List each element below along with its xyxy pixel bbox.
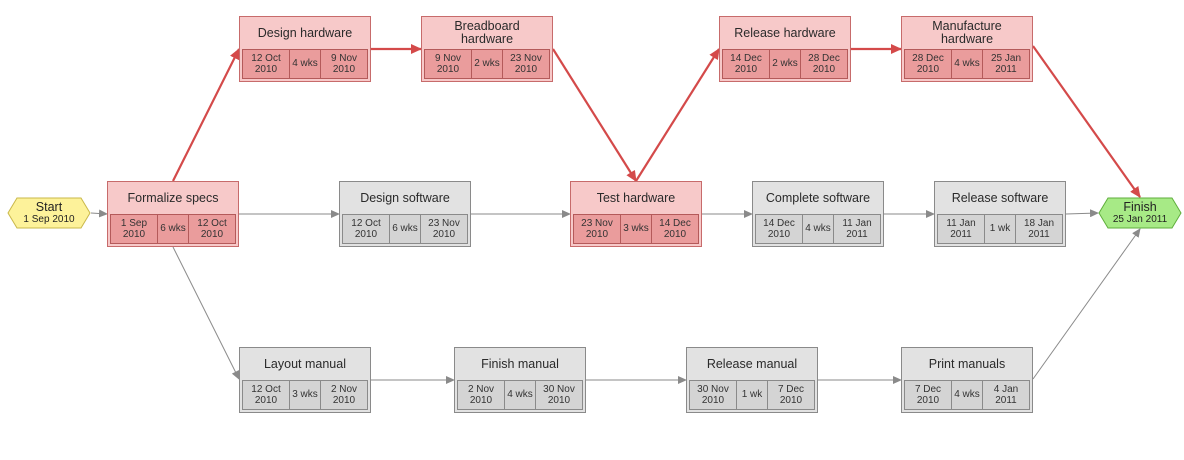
finish-label: Finish xyxy=(1123,199,1157,214)
finish-date: 25 Jan 2011 xyxy=(1112,213,1168,225)
task-end-date: 23 Nov 2010 xyxy=(502,50,549,78)
arrow-breadboard-hardware-to-test-hardware xyxy=(552,48,637,182)
task-name: Manufacture hardware xyxy=(932,19,1002,46)
task-end-date: 28 Dec 2010 xyxy=(800,50,847,78)
task-duration: 3 wks xyxy=(292,389,318,401)
task-end-date: 12 Oct 2010 xyxy=(188,215,235,243)
task-end-date: 30 Nov 2010 xyxy=(535,381,582,409)
task-duration: 1 wk xyxy=(741,389,763,401)
task-start-date: 11 Jan 2011 xyxy=(938,215,985,243)
task-duration: 4 wks xyxy=(292,58,318,70)
task-name: Design hardware xyxy=(257,25,353,40)
task-name: Release hardware xyxy=(734,25,836,40)
task-duration: 2 wks xyxy=(474,58,500,70)
task-duration: 3 wks xyxy=(623,223,649,235)
arrow-test-hardware-to-release-hardware xyxy=(635,48,720,182)
task-name: Formalize specs xyxy=(127,190,219,205)
task-end-date: 7 Dec 2010 xyxy=(767,381,814,409)
arrow-release-software-to-finish xyxy=(1065,209,1099,218)
task-duration: 4 wks xyxy=(507,389,533,401)
task-name: Breadboard hardware xyxy=(454,19,520,46)
task-duration: 2 wks xyxy=(772,58,798,70)
task-start-date: 14 Dec 2010 xyxy=(756,215,803,243)
start-date: 1 Sep 2010 xyxy=(23,213,75,225)
task-start-date: 12 Oct 2010 xyxy=(243,50,290,78)
finish-hexagon-shape xyxy=(1098,197,1182,229)
arrow-formalize-specs-to-design-hardware xyxy=(172,48,240,182)
arrow-print-manuals-to-finish xyxy=(1032,228,1141,380)
task-start-date: 30 Nov 2010 xyxy=(690,381,737,409)
task-end-date: 23 Nov 2010 xyxy=(420,215,467,243)
task-name: Layout manual xyxy=(263,356,346,371)
task-start-date: 28 Dec 2010 xyxy=(905,50,952,78)
task-end-date: 25 Jan 2011 xyxy=(982,50,1029,78)
arrow-formalize-specs-to-layout-manual xyxy=(172,246,240,380)
task-duration: 6 wks xyxy=(392,223,418,235)
arrow-start-to-formalize-specs xyxy=(90,209,108,218)
task-schedule: 30 Nov 2010 1 wk 7 Dec 2010 xyxy=(689,380,815,410)
task-release-software: Release software 11 Jan 2011 1 wk 18 Jan 20… xyxy=(934,181,1066,247)
start-label: Start xyxy=(35,199,63,214)
task-duration: 4 wks xyxy=(954,58,980,70)
task-name: Complete software xyxy=(765,190,871,205)
task-duration: 4 wks xyxy=(805,223,831,235)
task-start-date: 14 Dec 2010 xyxy=(723,50,770,78)
task-name: Design software xyxy=(360,190,450,205)
task-release-manual: Release manual 30 Nov 2010 1 wk 7 Dec 2010 xyxy=(686,347,818,413)
task-name: Release software xyxy=(951,190,1049,205)
task-duration: 1 wk xyxy=(989,223,1011,235)
task-end-date: 2 Nov 2010 xyxy=(320,381,367,409)
task-end-date: 4 Jan 2011 xyxy=(982,381,1029,409)
arrow-manufacture-hardware-to-finish xyxy=(1032,45,1141,198)
task-start-date: 9 Nov 2010 xyxy=(425,50,472,78)
task-name: Test hardware xyxy=(596,190,676,205)
task-end-date: 14 Dec 2010 xyxy=(651,215,698,243)
task-name: Print manuals xyxy=(928,356,1006,371)
task-duration: 4 wks xyxy=(954,389,980,401)
start-hexagon-shape xyxy=(7,197,91,229)
task-start-date: 2 Nov 2010 xyxy=(458,381,505,409)
task-name: Finish manual xyxy=(481,356,559,371)
task-end-date: 18 Jan 2011 xyxy=(1015,215,1062,243)
task-name: Release manual xyxy=(706,356,798,371)
task-start-date: 1 Sep 2010 xyxy=(111,215,158,243)
task-duration: 6 wks xyxy=(160,223,186,235)
task-start-date: 12 Oct 2010 xyxy=(243,381,290,409)
task-end-date: 11 Jan 2011 xyxy=(833,215,880,243)
start-milestone: Start 1 Sep 2010 xyxy=(7,197,91,229)
task-start-date: 23 Nov 2010 xyxy=(574,215,621,243)
task-end-date: 9 Nov 2010 xyxy=(320,50,367,78)
task-start-date: 12 Oct 2010 xyxy=(343,215,390,243)
task-schedule: 11 Jan 2011 1 wk 18 Jan 2011 xyxy=(937,214,1063,244)
task-start-date: 7 Dec 2010 xyxy=(905,381,952,409)
finish-milestone: Finish 25 Jan 2011 xyxy=(1098,197,1182,229)
